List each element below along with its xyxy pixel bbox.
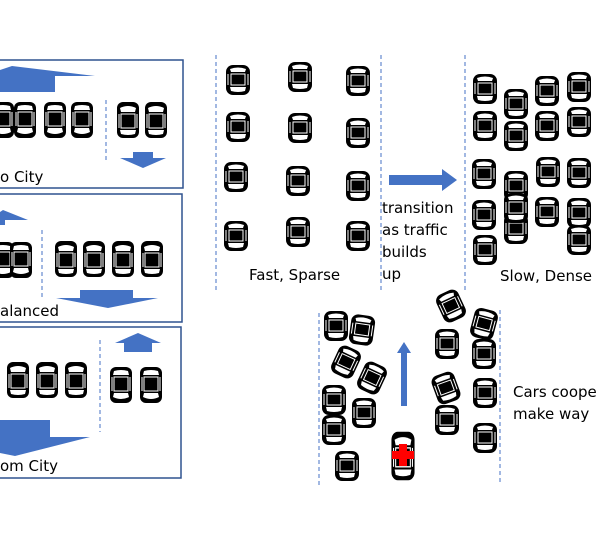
- panel-balanced: [0, 193, 183, 323]
- car: [433, 286, 469, 326]
- car: [434, 328, 460, 360]
- car-group-sparse: [223, 61, 371, 252]
- car-group-right: [109, 366, 163, 404]
- car: [287, 112, 313, 144]
- car: [429, 369, 463, 407]
- car-group-left: [0, 101, 94, 139]
- car: [472, 422, 498, 454]
- panel-border: [0, 326, 182, 479]
- red-cross-bar: [392, 451, 414, 459]
- car: [566, 71, 592, 103]
- panel-border: [0, 59, 184, 189]
- car: [503, 120, 529, 152]
- sparse-caption: Fast, Sparse: [249, 266, 341, 284]
- emergency-arrow-up: [397, 342, 411, 406]
- car: [534, 110, 560, 142]
- car: [566, 106, 592, 138]
- car: [566, 197, 592, 229]
- car: [54, 240, 78, 278]
- car: [64, 361, 88, 399]
- car-group-left: [6, 361, 88, 399]
- dense-traffic-section: [464, 55, 592, 290]
- car: [225, 64, 251, 96]
- car: [347, 312, 377, 348]
- car: [471, 338, 497, 370]
- car: [535, 156, 561, 188]
- car: [534, 196, 560, 228]
- car: [6, 361, 30, 399]
- transition-arrow: [389, 169, 457, 191]
- car: [345, 65, 371, 97]
- car: [321, 384, 347, 416]
- sparse-traffic-section: [215, 55, 382, 290]
- car: [345, 220, 371, 252]
- car: [70, 101, 94, 139]
- car: [111, 240, 135, 278]
- panel-caption-from-city: om City: [0, 457, 58, 475]
- car: [225, 111, 251, 143]
- panel-caption-to-city: o City: [0, 168, 44, 186]
- ambulance: [390, 431, 416, 481]
- panel-caption-balanced: alanced: [0, 302, 60, 320]
- car: [116, 101, 140, 139]
- flow-arrow-down-wide: [0, 420, 90, 456]
- car: [354, 358, 390, 398]
- car: [345, 117, 371, 149]
- car: [471, 199, 497, 231]
- car: [9, 241, 33, 279]
- car-group-dense: [471, 71, 592, 266]
- car: [0, 101, 15, 139]
- car: [471, 158, 497, 190]
- car: [35, 361, 59, 399]
- panel-border: [0, 193, 183, 323]
- car-group-right: [54, 240, 164, 278]
- car: [285, 165, 311, 197]
- car-group-left: [0, 241, 33, 279]
- car: [139, 366, 163, 404]
- car: [345, 170, 371, 202]
- car: [472, 110, 498, 142]
- car: [13, 101, 37, 139]
- dense-caption: Slow, Dense: [500, 267, 592, 285]
- flow-arrow-up: [115, 333, 161, 352]
- transition-caption: transition as traffic builds up: [382, 199, 454, 283]
- car: [223, 161, 249, 193]
- car: [472, 234, 498, 266]
- flow-arrow-down: [120, 152, 166, 168]
- car: [351, 397, 377, 429]
- panel-from-city: [0, 326, 182, 479]
- flow-arrow-up-wide: [0, 66, 95, 92]
- car: [109, 366, 133, 404]
- car: [334, 450, 360, 482]
- car: [321, 414, 347, 446]
- car: [43, 101, 67, 139]
- car: [285, 216, 311, 248]
- car: [434, 404, 460, 436]
- panel-to-city: [0, 59, 184, 189]
- car: [323, 310, 349, 342]
- emergency-section: [318, 286, 501, 485]
- car: [472, 73, 498, 105]
- car: [82, 240, 106, 278]
- car: [503, 88, 529, 120]
- car: [566, 224, 592, 256]
- car: [472, 377, 498, 409]
- car-group-right: [116, 101, 168, 139]
- car: [140, 240, 164, 278]
- emergency-caption: Cars coope make way: [513, 383, 597, 423]
- car: [503, 192, 529, 224]
- car: [468, 305, 500, 343]
- car: [223, 220, 249, 252]
- flow-arrow-up: [0, 210, 28, 225]
- car: [566, 157, 592, 189]
- car: [287, 61, 313, 93]
- flow-arrow-down-wide: [56, 290, 158, 308]
- car: [144, 101, 168, 139]
- car: [534, 75, 560, 107]
- car: [328, 342, 364, 382]
